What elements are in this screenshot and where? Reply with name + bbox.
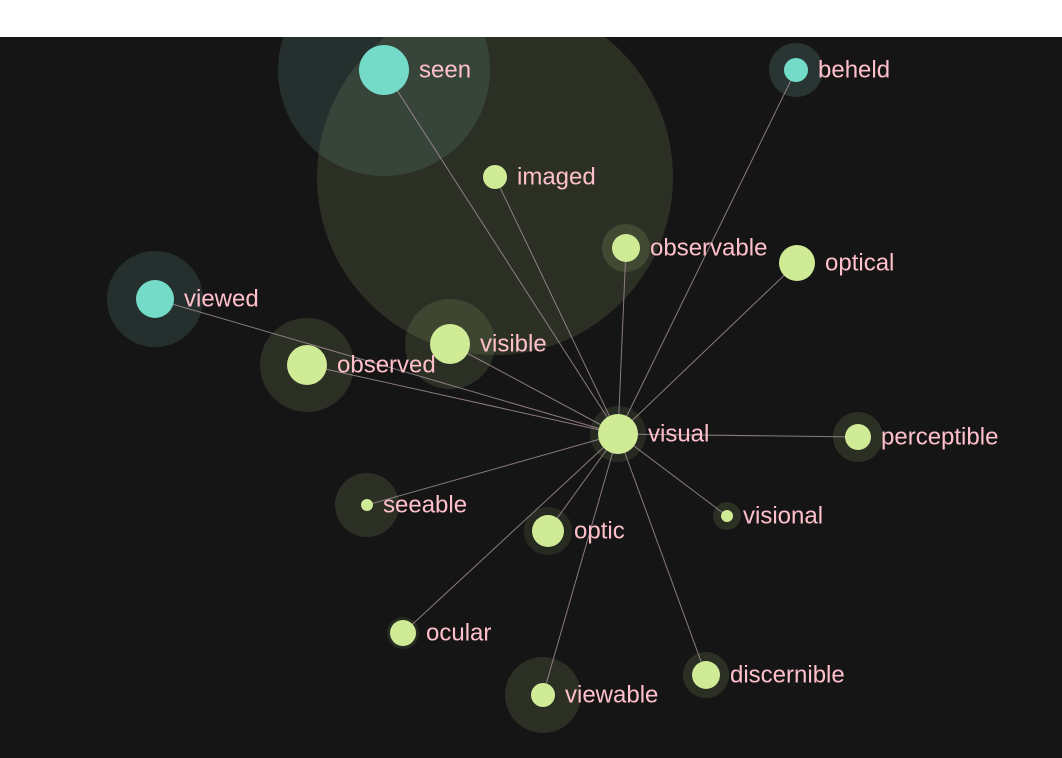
node-label-discernible[interactable]: discernible [730,661,845,688]
node-dot-optic[interactable] [532,515,564,547]
node-dot-observed[interactable] [287,345,327,385]
node-label-seen[interactable]: seen [419,56,471,83]
edge-visual-visible [449,343,619,435]
edge-visual-optical [617,262,798,435]
edge-visual-viewable [542,433,619,696]
node-dot-perceptible[interactable] [845,424,871,450]
node-viewed[interactable]: viewed [136,280,259,318]
node-ocular[interactable]: ocular [390,619,491,646]
node-visional[interactable]: visional [721,502,823,529]
node-label-observed[interactable]: observed [337,351,436,378]
edge-visual-observed [306,364,619,435]
node-label-visual[interactable]: visual [648,420,709,447]
node-discernible[interactable]: discernible [692,661,845,689]
node-label-visional[interactable]: visional [743,502,823,529]
halo-layer [107,37,883,733]
node-dot-visional[interactable] [721,510,733,522]
node-perceptible[interactable]: perceptible [845,423,998,450]
graph-panel: visual seen beheld imaged observable optical v… [0,37,1062,758]
node-visible[interactable]: visible [430,324,547,364]
edge-visual-seeable [366,433,619,506]
node-halo-imaged [317,37,673,355]
node-dot-optical[interactable] [779,245,815,281]
node-dot-seeable[interactable] [361,499,373,511]
node-dot-viewed[interactable] [136,280,174,318]
node-dot-visual[interactable] [598,414,638,454]
node-beheld[interactable]: beheld [784,56,890,83]
edge-layer [154,69,859,696]
edge-visual-beheld [617,69,797,435]
node-label-optic[interactable]: optic [574,517,625,544]
edge-visual-ocular [402,433,619,634]
node-optical[interactable]: optical [779,245,894,281]
node-label-seeable[interactable]: seeable [383,491,467,518]
node-label-ocular[interactable]: ocular [426,619,491,646]
edge-visual-imaged [494,176,619,435]
edge-visual-discernible [617,433,707,676]
node-visual[interactable]: visual [598,414,709,454]
node-dot-ocular[interactable] [390,620,416,646]
node-dot-discernible[interactable] [692,661,720,689]
edge-visual-observable [617,247,627,435]
node-seeable[interactable]: seeable [361,491,467,518]
node-halo-seen [278,37,490,176]
node-dot-seen[interactable] [359,45,409,95]
node-label-imaged[interactable]: imaged [517,163,596,190]
node-label-viewed[interactable]: viewed [184,285,259,312]
edge-visual-perceptible [617,433,859,438]
node-imaged[interactable]: imaged [483,163,596,190]
node-observable[interactable]: observable [612,234,767,262]
edge-visual-viewed [154,298,619,435]
node-label-beheld[interactable]: beheld [818,56,890,83]
node-dot-beheld[interactable] [784,58,808,82]
node-seen[interactable]: seen [359,45,471,95]
node-dot-viewable[interactable] [531,683,555,707]
node-label-optical[interactable]: optical [825,249,894,276]
node-dot-imaged[interactable] [483,165,507,189]
edge-visual-visional [617,433,728,517]
node-label-visible[interactable]: visible [480,330,547,357]
node-layer: visual seen beheld imaged observable optical v… [136,45,998,708]
node-optic[interactable]: optic [532,515,625,547]
node-dot-observable[interactable] [612,234,640,262]
node-label-viewable[interactable]: viewable [565,681,658,708]
edge-visual-seen [383,69,619,435]
node-dot-visible[interactable] [430,324,470,364]
node-label-perceptible[interactable]: perceptible [881,423,998,450]
node-label-observable[interactable]: observable [650,234,767,261]
word-graph[interactable]: visual seen beheld imaged observable optical v… [0,37,1062,758]
node-observed[interactable]: observed [287,345,436,385]
node-viewable[interactable]: viewable [531,681,658,708]
